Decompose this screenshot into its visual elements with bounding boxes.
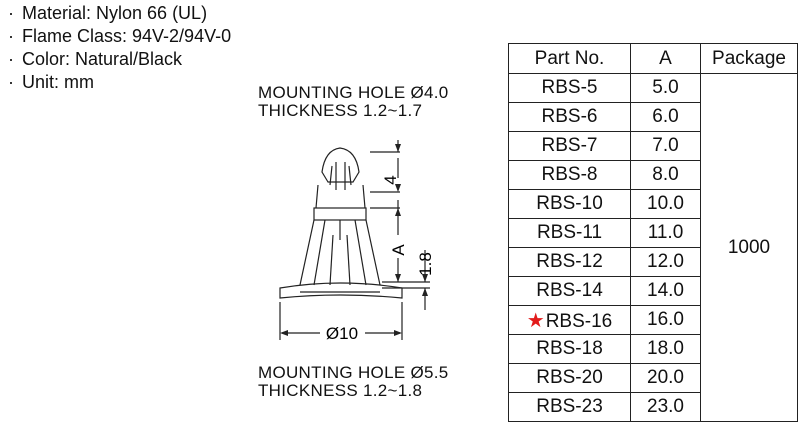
dim-top-length: 4 [381,175,400,184]
cell-part-no: RBS-10 [508,189,631,219]
part-number: RBS-23 [536,396,603,417]
cell-part-no: RBS-5 [508,73,631,103]
spec-material: ·Material: Nylon 66 (UL) [8,3,208,23]
spacer-top-tip [321,147,360,183]
table-header-row: Part No. A Package [508,43,798,74]
table-row: RBS-20 20.0 [508,363,798,393]
part-number: RBS-10 [536,193,603,214]
cell-part-no: RBS-11 [508,218,631,248]
table-row: RBS-10 10.0 [508,189,798,219]
thickness-top: THICKNESS 1.2~1.7 [258,101,423,120]
dim-a-length: A [389,244,408,256]
mounting-note-top: MOUNTING HOLE Ø4.0 THICKNESS 1.2~1.7 [258,84,449,120]
spacer-neck [313,207,367,221]
header-part-no: Part No. [508,43,631,74]
part-number: RBS-14 [536,280,603,301]
cell-a: 8.0 [630,160,701,190]
table-row: RBS-14 14.0 [508,276,798,306]
header-a: A [630,43,701,74]
part-number: RBS-6 [541,106,598,127]
table-row: RBS-12 12.0 [508,247,798,277]
star-icon: ★ [526,309,545,332]
table-row: RBS-23 23.0 [508,392,798,422]
cell-part-no: RBS-8 [508,160,631,190]
table-row: RBS-6 6.0 [508,102,798,132]
cell-a: 11.0 [630,218,701,248]
cell-a: 23.0 [630,392,701,422]
part-number: RBS-11 [536,222,603,243]
part-number: RBS-16 [545,310,613,332]
cell-a: 10.0 [630,189,701,219]
cell-part-no: RBS-20 [508,363,631,393]
thickness-bottom: THICKNESS 1.2~1.8 [258,381,423,400]
spec-flame-class: ·Flame Class: 94V-2/94V-0 [8,26,232,46]
cell-a: 5.0 [630,73,701,103]
table-row: RBS-11 11.0 [508,218,798,248]
header-package: Package [700,43,798,74]
cell-a: 6.0 [630,102,701,132]
part-number: RBS-20 [536,367,603,388]
spec-unit: ·Unit: mm [8,72,94,92]
spec-color: ·Color: Natural/Black [8,49,183,69]
dim-base-diameter: Ø10 [326,324,358,343]
part-number: RBS-8 [541,164,598,185]
cell-part-no: RBS-23 [508,392,631,422]
spacer-drawing: 4 A 1.8 Ø10 [279,140,435,343]
spacer-base-flange [279,282,403,299]
cell-part-no: RBS-7 [508,131,631,161]
cell-package: 1000 [700,73,798,422]
cell-part-no: RBS-12 [508,247,631,277]
table-row: RBS-8 8.0 [508,160,798,190]
dim-base-length: 1.8 [416,252,435,276]
mounting-note-bottom: MOUNTING HOLE Ø5.5 THICKNESS 1.2~1.8 [258,364,449,400]
spacer-body [299,219,381,286]
cell-a: 12.0 [630,247,701,277]
mounting-hole-bottom: MOUNTING HOLE Ø5.5 [258,363,449,382]
spec-list: ·Material: Nylon 66 (UL) ·Flame Class: 9… [8,2,231,94]
cell-part-no: RBS-14 [508,276,631,306]
part-number: RBS-12 [536,251,603,272]
part-number: RBS-7 [541,135,598,156]
part-number: RBS-5 [541,77,598,98]
cell-part-no: RBS-18 [508,334,631,364]
cell-a: 20.0 [630,363,701,393]
cell-a: 7.0 [630,131,701,161]
cell-a: 14.0 [630,276,701,306]
cell-a: 16.0 [630,305,701,335]
cell-a: 18.0 [630,334,701,364]
part-number: RBS-18 [536,338,603,359]
cell-part-no: ★RBS-16 [508,305,631,335]
mounting-hole-top: MOUNTING HOLE Ø4.0 [258,83,449,102]
cell-part-no: RBS-6 [508,102,631,132]
